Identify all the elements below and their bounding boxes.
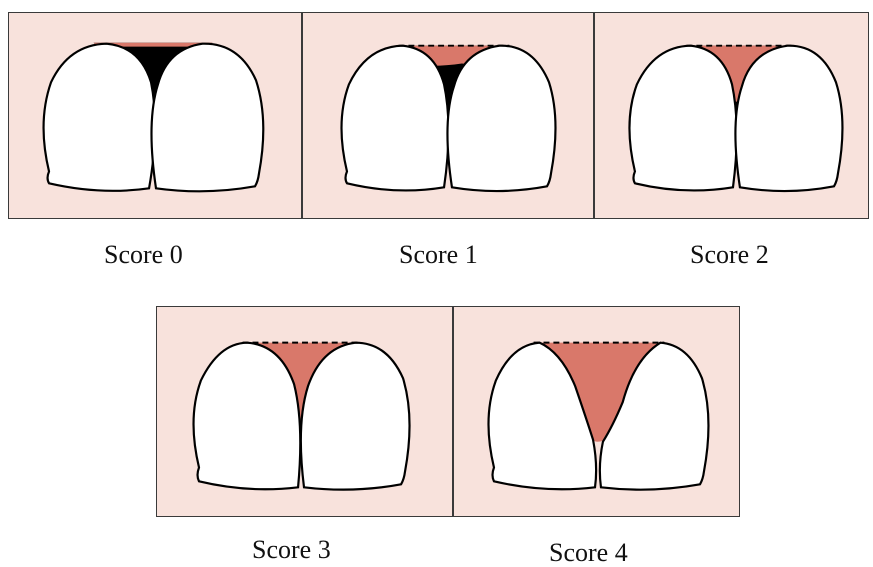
score-3-illustration — [157, 307, 452, 516]
score-2-illustration — [595, 13, 868, 218]
score-4-panel — [453, 306, 740, 517]
right-tooth — [151, 44, 263, 192]
left-tooth — [629, 46, 736, 191]
score-0-panel — [8, 12, 302, 219]
left-tooth — [44, 44, 156, 191]
score-0-illustration — [9, 13, 301, 218]
score-2-panel — [594, 12, 869, 219]
score-4-caption: Score 4 — [549, 540, 628, 566]
score-0-caption: Score 0 — [104, 242, 183, 268]
left-tooth — [194, 343, 301, 490]
score-1-caption: Score 1 — [399, 242, 478, 268]
score-1-illustration — [303, 13, 593, 218]
left-tooth — [342, 46, 449, 191]
score-2-caption: Score 2 — [690, 242, 769, 268]
score-3-panel — [156, 306, 453, 517]
right-tooth — [735, 46, 842, 191]
score-4-illustration — [454, 307, 739, 516]
right-tooth — [447, 46, 555, 191]
score-3-caption: Score 3 — [252, 537, 331, 563]
score-1-panel — [302, 12, 594, 219]
